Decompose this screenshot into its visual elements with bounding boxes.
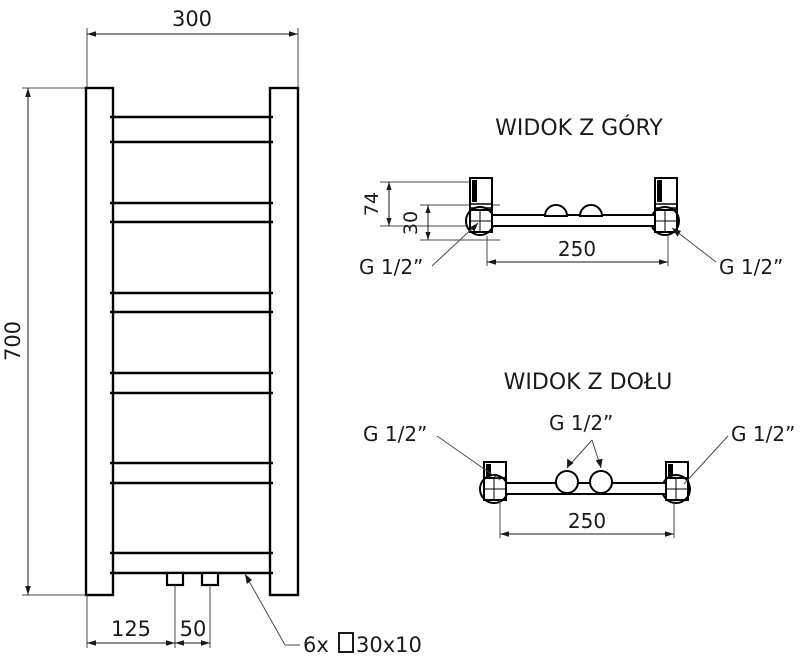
leader-thread-right-bottom <box>683 435 729 485</box>
arrow-width-left <box>87 31 96 37</box>
arrow-250-left-top <box>487 259 496 265</box>
arrow-125-right <box>166 640 175 646</box>
front-view-group: 300 700 <box>1 7 422 657</box>
leader-line-profile <box>244 573 286 646</box>
note-profile-label: 30x10 <box>356 633 422 657</box>
thread-label-left-top: G 1/2” <box>359 255 423 279</box>
dim-label-250-bottom: 250 <box>568 509 606 533</box>
note-count-label: 6x <box>303 633 329 657</box>
arrow-250-right-bottom <box>665 531 674 537</box>
top-view-group: WIDOK Z GÓRY 74 30 <box>359 115 783 279</box>
arrow-50-left <box>175 640 184 646</box>
arrow-74-bottom <box>386 218 392 226</box>
valve-stem-right-bottom <box>668 464 673 486</box>
bottom-view-title: WIDOK Z DOŁU <box>504 370 673 395</box>
arrow-height-bottom <box>25 586 31 595</box>
rail-left <box>84 86 115 597</box>
arrow-250-left-bottom <box>500 531 509 537</box>
leader-thread-right-top <box>671 227 717 263</box>
arrow-30-bottom <box>425 232 431 240</box>
arrow-thread-center-a <box>567 458 574 468</box>
arrow-width-right <box>289 31 298 37</box>
arrow-profile-leader <box>245 574 252 584</box>
top-view-title: WIDOK Z GÓRY <box>495 115 663 141</box>
dim-label-height: 700 <box>1 321 25 361</box>
valve-stem-left-top <box>472 180 477 202</box>
connector-stub-left <box>165 571 185 587</box>
arrow-30-top <box>425 205 431 213</box>
manifold-bar-top <box>491 214 656 227</box>
arrow-thread-left-top <box>469 223 478 232</box>
arrow-74-top <box>386 182 392 190</box>
rung-group <box>110 115 273 575</box>
bottom-view-group: WIDOK Z DOŁU 250 G 1/2” <box>363 370 795 538</box>
valve-stem-left-bottom <box>486 464 491 486</box>
dim-label-50: 50 <box>180 617 207 641</box>
leader-thread-left-top <box>431 222 479 267</box>
dim-label-74: 74 <box>361 192 383 216</box>
rail-right <box>268 86 300 597</box>
port-circle-right-bottom <box>589 470 613 494</box>
arrow-250-right-top <box>659 259 668 265</box>
manifold-bar-bottom <box>505 482 667 495</box>
arrow-thread-center-b <box>595 458 603 468</box>
thread-label-left-bottom: G 1/2” <box>363 422 427 446</box>
thread-label-center-bottom: G 1/2” <box>549 411 613 435</box>
rectangle-symbol-icon <box>338 632 354 653</box>
arrow-50-right <box>201 640 210 646</box>
thread-label-right-top: G 1/2” <box>719 255 783 279</box>
connector-stub-right <box>200 571 220 587</box>
port-bump-right-top <box>578 204 604 217</box>
dim-label-30: 30 <box>400 211 422 235</box>
dim-label-width: 300 <box>172 7 212 31</box>
dim-label-250-top: 250 <box>558 237 596 261</box>
port-circle-left-bottom <box>555 470 579 494</box>
port-bump-left-top <box>543 204 569 217</box>
valve-stem-right-top <box>657 180 662 202</box>
leader-thread-left-bottom <box>436 435 501 481</box>
arrow-height-top <box>25 88 31 97</box>
arrow-thread-right-top <box>672 228 681 237</box>
thread-label-right-bottom: G 1/2” <box>731 422 795 446</box>
dim-label-125: 125 <box>111 617 151 641</box>
arrow-125-left <box>87 640 96 646</box>
